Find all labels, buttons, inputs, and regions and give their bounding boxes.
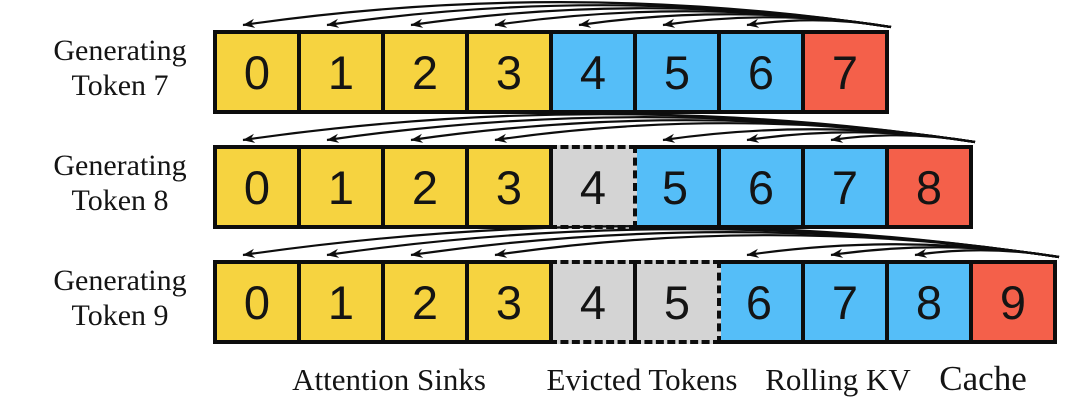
attention-arrow xyxy=(410,231,1060,259)
attention-arrow xyxy=(578,13,892,29)
attention-arrow xyxy=(746,131,976,144)
attention-arrow xyxy=(494,122,976,144)
token-cell-rolling: 5 xyxy=(633,30,721,114)
token-cell-rolling: 8 xyxy=(885,260,973,344)
attention-arrow xyxy=(746,243,1060,259)
attention-arrow xyxy=(494,10,892,29)
attention-arrow xyxy=(410,119,976,144)
attention-arrow xyxy=(326,228,1060,259)
attention-arrow xyxy=(830,246,1060,259)
token-cell-rolling: 6 xyxy=(717,145,805,229)
attention-arrow xyxy=(746,18,892,29)
row-label-line: Generating xyxy=(53,149,187,182)
attention-arrow xyxy=(242,225,1060,259)
row-label-line: Generating xyxy=(53,34,187,67)
legend-label-evicted-tokens: Evicted Tokens xyxy=(546,362,738,397)
attention-arrow xyxy=(662,16,892,29)
token-cell-sink: 0 xyxy=(213,145,301,229)
token-cell-sink: 3 xyxy=(465,30,553,114)
attention-arrow xyxy=(662,128,976,144)
token-cell-rolling: 7 xyxy=(801,260,889,344)
token-cell-new: 8 xyxy=(885,145,973,229)
token-cell-evicted: 5 xyxy=(633,260,721,344)
token-cell-sink: 1 xyxy=(297,145,385,229)
row-label-line: Token 8 xyxy=(71,184,169,217)
attention-arrow xyxy=(326,4,892,29)
token-cell-sink: 1 xyxy=(297,260,385,344)
row-label-line: Token 7 xyxy=(71,69,169,102)
token-cell-rolling: 4 xyxy=(549,30,637,114)
row-label-line: Generating xyxy=(53,264,187,297)
attention-arrow xyxy=(242,1,892,29)
token-cell-new: 7 xyxy=(801,30,889,114)
token-cell-sink: 0 xyxy=(213,260,301,344)
token-cell-sink: 2 xyxy=(381,30,469,114)
legend-label-rolling-kv: Rolling KV xyxy=(765,362,911,397)
token-cell-sink: 2 xyxy=(381,145,469,229)
token-cell-rolling: 6 xyxy=(717,30,805,114)
attention-arrow xyxy=(242,113,976,144)
token-cell-evicted: 4 xyxy=(549,145,637,229)
token-cell-sink: 3 xyxy=(465,145,553,229)
token-cell-rolling: 5 xyxy=(633,145,721,229)
token-cell-evicted: 4 xyxy=(549,260,637,344)
token-cell-rolling: 7 xyxy=(801,145,889,229)
token-cell-rolling: 6 xyxy=(717,260,805,344)
token-cell-sink: 0 xyxy=(213,30,301,114)
legend-label-cache: Cache xyxy=(939,359,1027,398)
attention-arrow xyxy=(326,116,976,144)
token-cell-sink: 1 xyxy=(297,30,385,114)
token-cell-new: 9 xyxy=(969,260,1057,344)
token-cell-sink: 3 xyxy=(465,260,553,344)
row-label-line: Token 9 xyxy=(71,299,169,332)
attention-arrow xyxy=(410,7,892,29)
legend-label-attention-sinks: Attention Sinks xyxy=(292,362,486,397)
token-cell-sink: 2 xyxy=(381,260,469,344)
attention-arrow xyxy=(830,133,976,144)
attention-arrow xyxy=(494,234,1060,259)
attention-arrow xyxy=(914,248,1060,259)
